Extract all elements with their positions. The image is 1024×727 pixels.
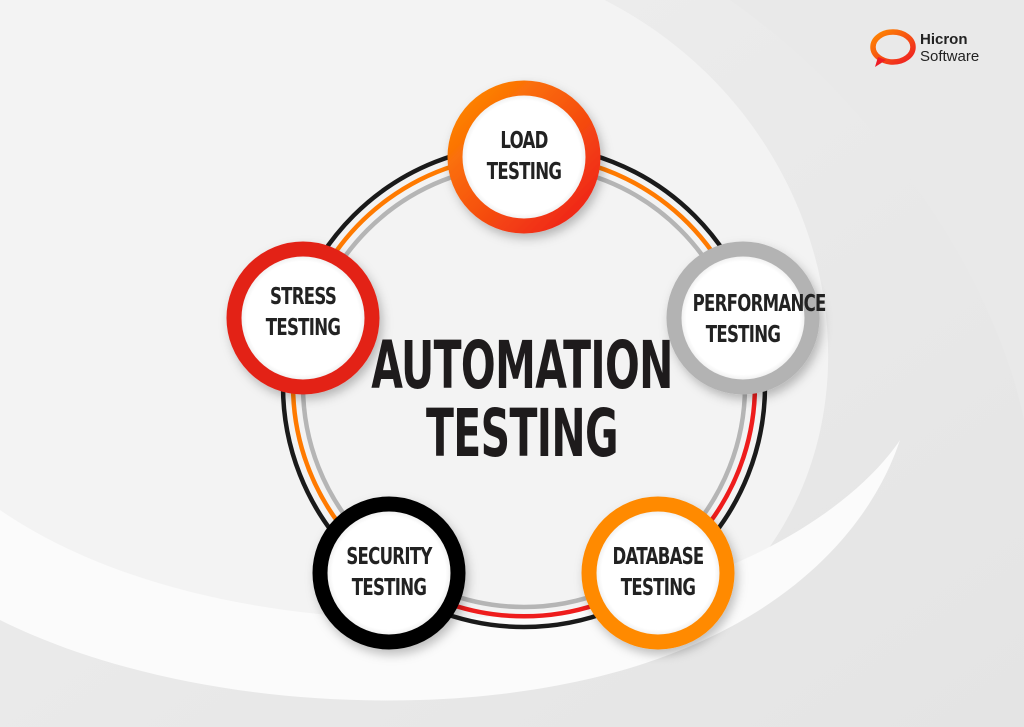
node-database-label: DATABASE TESTING [608, 542, 709, 604]
title-line1: AUTOMATION [371, 327, 673, 404]
node-stress-label: STRESS TESTING [253, 282, 354, 344]
node-load-line2: TESTING [486, 159, 562, 185]
node-performance-line1: PERFORMANCE [692, 291, 827, 317]
node-load-label: LOAD TESTING [474, 126, 575, 188]
node-database-line1: DATABASE [612, 544, 704, 570]
logo-text: Hicron Software [920, 31, 979, 65]
diagram-title: AUTOMATION TESTING [371, 332, 673, 468]
node-load-line1: LOAD [500, 128, 548, 154]
node-security-circle [312, 496, 466, 650]
logo-name-line2: Software [920, 48, 980, 65]
node-performance-label: PERFORMANCE TESTING [692, 289, 827, 351]
logo-name-line1: Hicron [920, 31, 968, 48]
node-security-label: SECURITY TESTING [339, 542, 440, 604]
node-performance-line2: TESTING [705, 322, 781, 348]
company-logo: Hicron Software [920, 31, 979, 65]
node-stress-line1: STRESS [269, 284, 337, 310]
node-security-line2: TESTING [351, 575, 427, 601]
node-stress-circle [226, 241, 380, 395]
speech-bubble-ring-icon [870, 29, 916, 67]
node-security-line1: SECURITY [346, 544, 432, 570]
background-swoosh-right [730, 0, 1024, 420]
node-database-line2: TESTING [620, 575, 696, 601]
title-line2: TESTING [426, 395, 619, 472]
node-database-circle [581, 496, 735, 650]
node-load-circle [447, 80, 601, 234]
node-stress-line2: TESTING [265, 315, 341, 341]
node-performance-circle [666, 241, 820, 395]
